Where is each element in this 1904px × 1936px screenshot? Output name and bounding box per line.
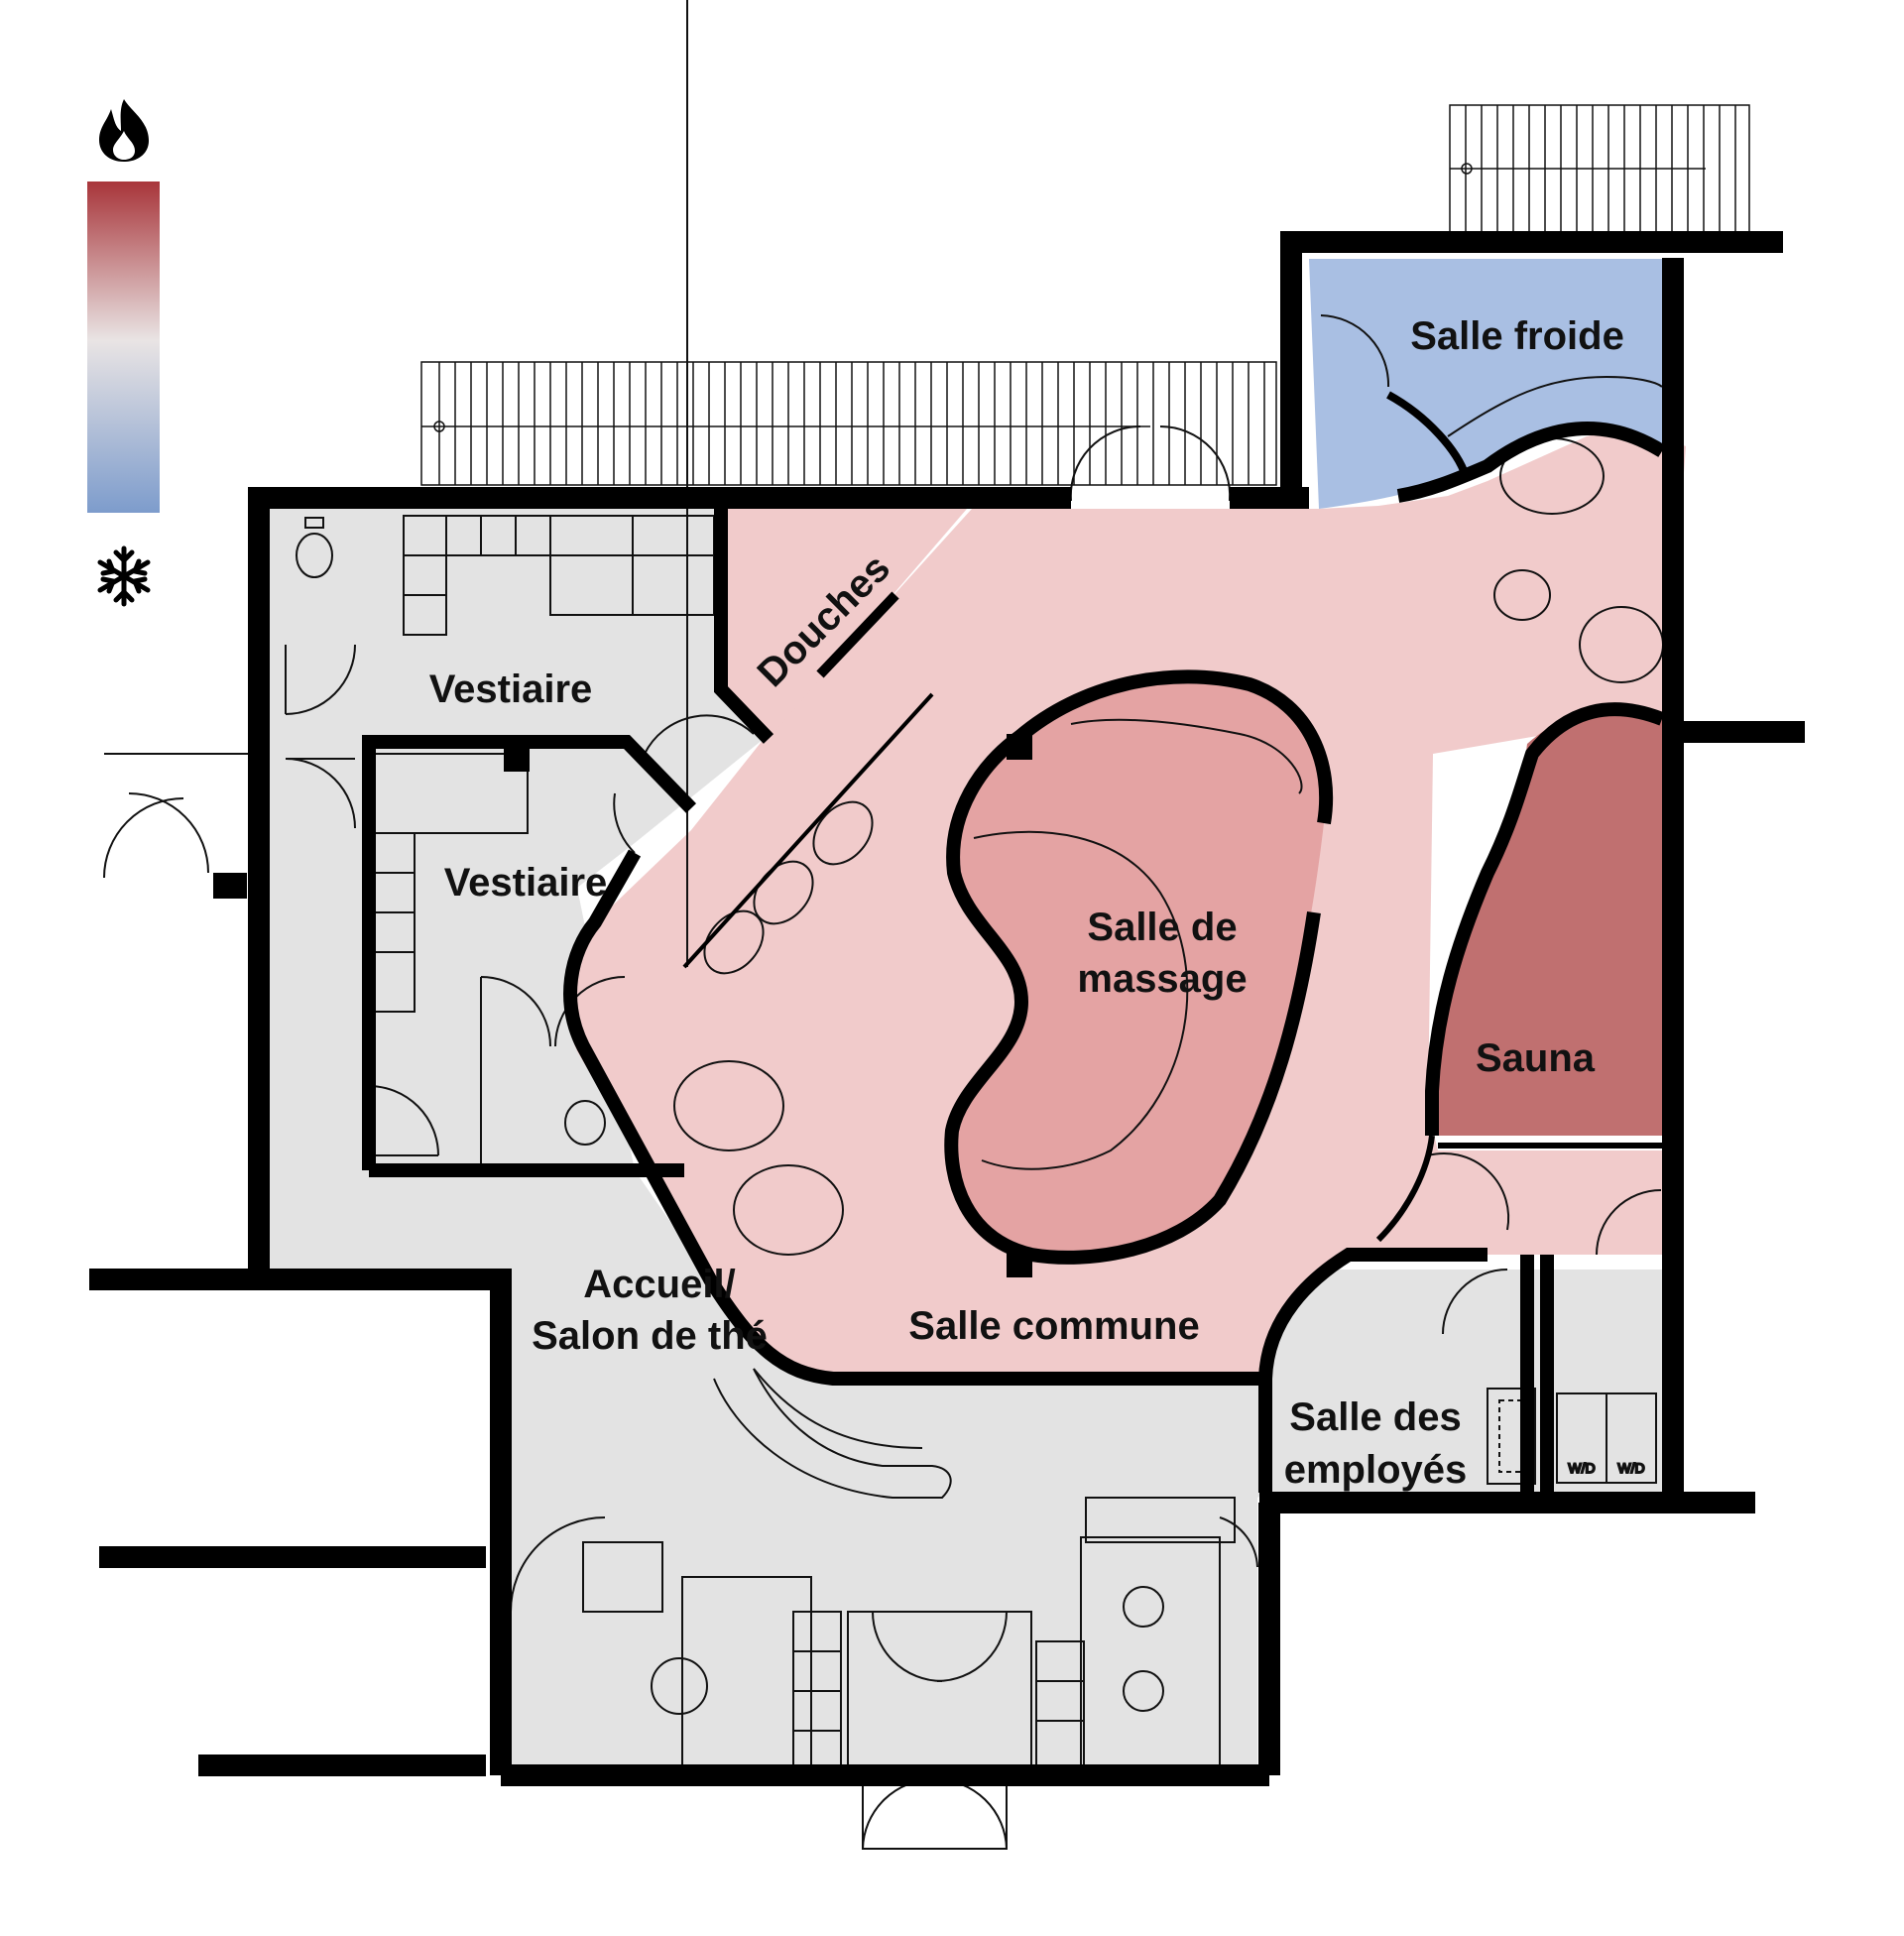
exterior-stairs-top [420,361,1277,486]
label-vestiaire-1: Vestiaire [429,667,593,711]
salle-froide-fill [1309,259,1662,509]
label-employes-line2: employés [1284,1448,1468,1492]
label-salle-massage-line1: Salle de [1087,906,1237,949]
wd-label-1: W/D [1568,1460,1595,1476]
label-employes-line1: Salle des [1289,1395,1461,1439]
label-salle-commune: Salle commune [908,1304,1199,1348]
exterior-stairs-right [1449,104,1750,233]
douches-fill [721,509,967,739]
label-salle-froide: Salle froide [1410,314,1624,358]
walls [89,231,1805,1786]
label-vestiaire-2: Vestiaire [444,861,608,905]
label-sauna: Sauna [1476,1036,1596,1080]
flame-icon [99,99,149,162]
label-salle-massage-line2: massage [1077,957,1247,1001]
label-accueil-line1: Accueil/ [583,1263,735,1306]
staff-room-fill [1257,1270,1662,1493]
temperature-gradient-bar [87,182,160,513]
room-labels: Salle froide Douches Vestiaire Vestiaire… [429,314,1624,1492]
sauna-fill [1432,708,1662,1136]
wd-label-2: W/D [1617,1460,1644,1476]
snowflake-icon [97,545,151,607]
temperature-legend [87,99,160,607]
label-accueil-line2: Salon de thé [532,1314,768,1358]
vestiaire-zone-fill [265,507,1265,1779]
salle-massage-fill [951,676,1327,1258]
